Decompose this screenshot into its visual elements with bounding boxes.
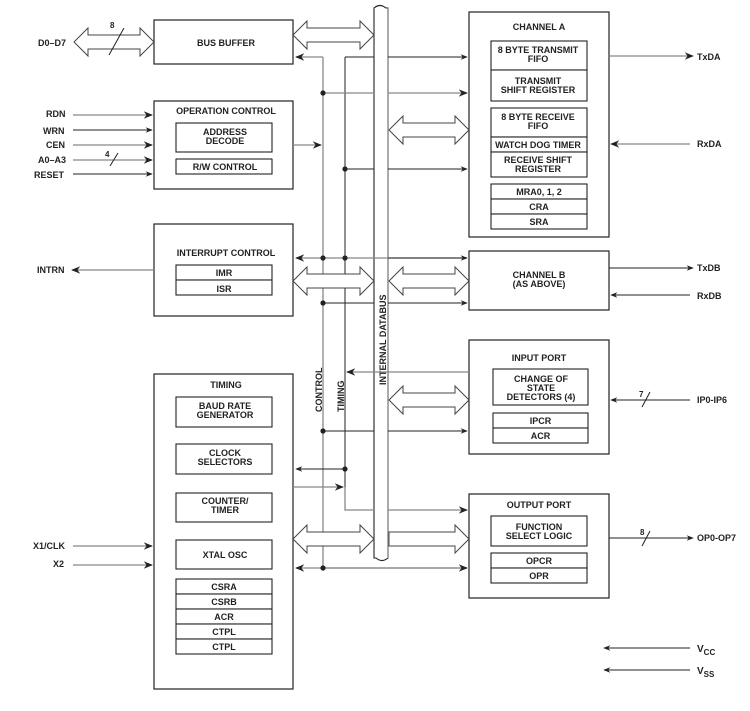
- signal-intrn: INTRN: [37, 265, 65, 275]
- timing-register: [175, 638, 273, 655]
- signal-vcc: VCC: [697, 644, 715, 657]
- bus-buffer-databus-arrow: [292, 19, 375, 51]
- signal-d0-d7: D0–D7: [38, 38, 66, 48]
- interrupt-databus-arrow: [292, 265, 375, 297]
- internal-databus: [373, 4, 389, 562]
- signal-vss: VSS: [697, 666, 715, 679]
- svg-text:IMR: IMR: [216, 268, 233, 278]
- channel-a-register-label: MRA0, 1, 2: [516, 187, 562, 197]
- svg-text:WATCH DOG TIMER: WATCH DOG TIMER: [495, 140, 581, 150]
- svg-text:XTAL OSC: XTAL OSC: [203, 550, 248, 560]
- signal-txdb: TxDB: [697, 263, 721, 273]
- channel-a-register: [490, 213, 588, 230]
- svg-text:7: 7: [639, 390, 644, 399]
- timing-register-label: CTPL: [212, 642, 236, 652]
- channel-a-register-label: SRA: [529, 217, 549, 227]
- output-port-register-label: OPR: [529, 571, 549, 581]
- timing-bus-label: TIMING: [336, 381, 346, 413]
- bus-buffer-block: BUS BUFFER: [153, 19, 294, 65]
- svg-text:OPERATION CONTROL: OPERATION CONTROL: [176, 106, 276, 116]
- timing-register-label: ACR: [214, 612, 234, 622]
- signal-rxdb: RxDB: [697, 291, 722, 301]
- svg-text:ISR: ISR: [216, 284, 232, 294]
- input-port-register-label: IPCR: [530, 416, 552, 426]
- svg-text:CHANNEL B(AS ABOVE): CHANNEL B(AS ABOVE): [513, 270, 566, 289]
- timing-register-label: CTPL: [212, 627, 236, 637]
- signal-x2: X2: [53, 559, 64, 569]
- timing-register-label: CSRA: [211, 582, 237, 592]
- channel-a-register-label: CRA: [529, 202, 549, 212]
- input-port-databus-arrow: [388, 384, 470, 416]
- signal-op0-op7: OP0-OP7: [697, 533, 736, 543]
- right-signals: TxDA RxDA TxDB RxDB 7 IP0-IP6 8 OP0-OP7 …: [603, 52, 736, 679]
- svg-text:COUNTER/TIMER: COUNTER/TIMER: [202, 496, 249, 515]
- channel-a-databus-arrow: [388, 114, 470, 146]
- timing-databus-arrow: [292, 523, 375, 555]
- output-port-register-label: OPCR: [526, 556, 553, 566]
- signal-rxda: RxDA: [697, 139, 722, 149]
- svg-text:4: 4: [105, 150, 110, 159]
- svg-text:OUTPUT PORT: OUTPUT PORT: [507, 500, 572, 510]
- control-bus-label: CONTROL: [314, 367, 324, 412]
- d0-d7-data-arrow: [73, 26, 155, 58]
- svg-text:INTERRUPT CONTROL: INTERRUPT CONTROL: [177, 248, 276, 258]
- connections: [293, 53, 469, 572]
- input-port-register: [492, 427, 589, 444]
- signal-ip0-ip6: IP0-IP6: [697, 395, 727, 405]
- output-port-register: [490, 567, 588, 584]
- left-signals: D0–D7 8 RDN WRN CEN A0–A3 4 RESET INTRN …: [33, 21, 154, 569]
- channel-b-databus-arrow: [388, 265, 470, 297]
- signal-cen: CEN: [46, 140, 65, 150]
- input-port-register-label: ACR: [531, 431, 551, 441]
- svg-text:BUS BUFFER: BUS BUFFER: [197, 38, 255, 48]
- channel-b-block: CHANNEL B(AS ABOVE): [468, 250, 610, 311]
- svg-text:INPUT PORT: INPUT PORT: [512, 353, 567, 363]
- signal-txda: TxDA: [697, 52, 721, 62]
- output-port-databus-arrow: [388, 523, 470, 555]
- timing-register-label: CSRB: [211, 597, 237, 607]
- signal-reset: RESET: [34, 170, 65, 180]
- interrupt-control-block: INTERRUPT CONTROL IMR ISR: [153, 223, 294, 317]
- signal-rdn: RDN: [46, 109, 66, 119]
- signal-a0-a3: A0–A3: [38, 155, 66, 165]
- svg-text:TIMING: TIMING: [210, 380, 242, 390]
- internal-databus-label: INTERNAL DATABUS: [378, 295, 388, 386]
- svg-text:R/W CONTROL: R/W CONTROL: [193, 162, 258, 172]
- svg-text:8: 8: [640, 528, 645, 537]
- signal-x1clk: X1/CLK: [33, 541, 66, 551]
- svg-text:CHANNEL A: CHANNEL A: [513, 22, 566, 32]
- svg-text:8: 8: [110, 21, 115, 30]
- signal-wrn: WRN: [43, 126, 65, 136]
